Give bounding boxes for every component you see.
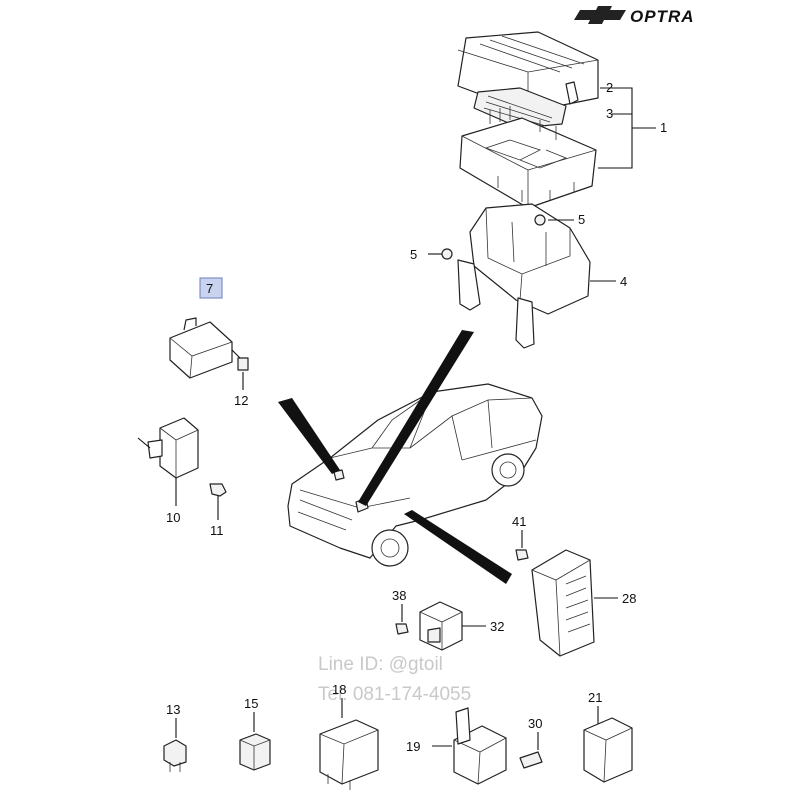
module-10: [147, 417, 199, 479]
relay-19: [453, 707, 507, 785]
callout-21: 21: [588, 690, 602, 705]
nut-12: [237, 357, 249, 371]
control-unit-28: [531, 549, 595, 657]
callout-10: 10: [166, 510, 180, 525]
callout-15: 15: [244, 696, 258, 711]
fuse-box-bracket: [457, 203, 591, 349]
callout-30: 30: [528, 716, 542, 731]
screw-41: [515, 549, 529, 561]
watermark-line-id: Line ID: @gtoil: [318, 654, 443, 675]
callout-leader-1-2-3: [598, 87, 656, 169]
screw-11: [209, 483, 227, 497]
callout-7-highlight: [199, 277, 223, 299]
relay-18: [319, 719, 379, 790]
clip-nut-5a: [534, 214, 546, 226]
callout-leader-12: [231, 349, 244, 390]
fuse-label-sheet: [473, 87, 567, 129]
callout-38: 38: [392, 588, 406, 603]
brand-logo: OPTRA: [574, 6, 695, 26]
fuse-block-body: [459, 106, 597, 209]
module-7: [169, 317, 233, 379]
callout-3: 3: [606, 106, 613, 121]
pointer-band-module-28: [404, 510, 512, 584]
callout-7: 7: [206, 281, 213, 296]
screw-38: [395, 623, 409, 635]
watermark-phone: Tel: 081-174-4055: [318, 684, 471, 705]
callout-labels: 2 3 1 5 5 4 7 12 10 11 41 28 38 32 18 21…: [166, 80, 667, 754]
car-illustration: [287, 383, 543, 567]
brand-name: OPTRA: [630, 7, 695, 26]
fuse-15: [239, 733, 271, 771]
callout-5b: 5: [410, 247, 417, 262]
callout-32: 32: [490, 619, 504, 634]
clip-nut-5b: [441, 248, 453, 260]
callout-leader-10: [137, 437, 177, 506]
pointer-band-fuse-box: [358, 330, 474, 506]
callout-12: 12: [234, 393, 248, 408]
relay-21: [583, 717, 633, 783]
chevrolet-bowtie-icon: [574, 6, 626, 24]
callout-19: 19: [406, 739, 420, 754]
callout-1: 1: [660, 120, 667, 135]
callout-2: 2: [606, 80, 613, 95]
watermark: Line ID: @gtoil Tel: 081-174-4055: [318, 654, 471, 705]
callout-41: 41: [512, 514, 526, 529]
callout-5a: 5: [578, 212, 585, 227]
callout-11: 11: [210, 523, 224, 538]
callout-13: 13: [166, 702, 180, 717]
callout-4: 4: [620, 274, 627, 289]
callout-28: 28: [622, 591, 636, 606]
callout-18: 18: [332, 682, 346, 697]
screw-30: [519, 751, 543, 769]
pointer-band-module-7: [278, 398, 340, 474]
relay-32: [419, 601, 463, 651]
mini-fuse-13: [163, 739, 187, 772]
